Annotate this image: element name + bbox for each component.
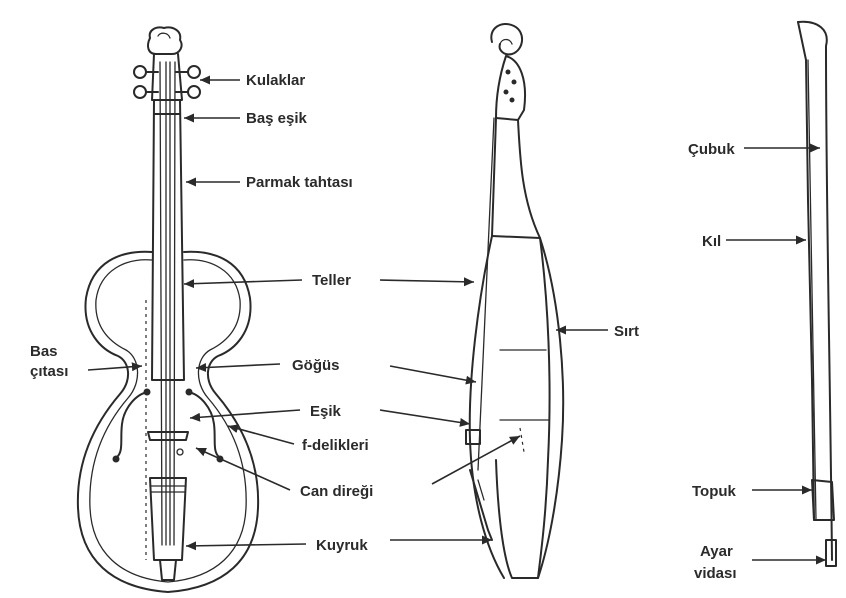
- label-kulaklar: Kulaklar: [246, 72, 305, 89]
- violin-front-view: [78, 27, 258, 592]
- arrow-esik-left: [190, 410, 300, 418]
- label-parmak-tahtasi: Parmak tahtası: [246, 174, 353, 191]
- arrow-esik-right: [380, 410, 470, 424]
- label-kil: Kıl: [702, 233, 721, 250]
- violin-side-view: [466, 24, 563, 578]
- arrow-kuyruk-left: [186, 544, 306, 546]
- arrow-f-delikleri: [228, 426, 294, 444]
- arrow-teller-right: [380, 280, 474, 282]
- arrow-teller-left: [184, 280, 302, 284]
- label-bas-esik: Baş eşik: [246, 110, 308, 127]
- labels: Kulaklar Baş eşik Parmak tahtası Teller …: [30, 72, 737, 582]
- label-ayar-vidasi-line1: Ayar: [700, 543, 733, 560]
- label-can-diregi: Can direği: [300, 483, 373, 500]
- label-bas-citasi-line2: çıtası: [30, 363, 68, 380]
- arrow-can-diregi-left: [196, 448, 290, 490]
- label-bas-citasi-line1: Bas: [30, 343, 58, 360]
- label-f-delikleri: f-delikleri: [302, 437, 369, 454]
- label-cubuk: Çubuk: [688, 141, 735, 158]
- label-gogus: Göğüs: [292, 357, 340, 374]
- label-sirt: Sırt: [614, 323, 639, 340]
- arrow-bas-citasi: [88, 366, 142, 370]
- label-topuk: Topuk: [692, 483, 737, 500]
- label-ayar-vidasi-line2: vidası: [694, 565, 737, 582]
- arrow-gogus-right: [390, 366, 476, 382]
- label-teller: Teller: [312, 272, 351, 289]
- label-kuyruk: Kuyruk: [316, 537, 368, 554]
- bow-view: [798, 22, 836, 566]
- label-esik: Eşik: [310, 403, 342, 420]
